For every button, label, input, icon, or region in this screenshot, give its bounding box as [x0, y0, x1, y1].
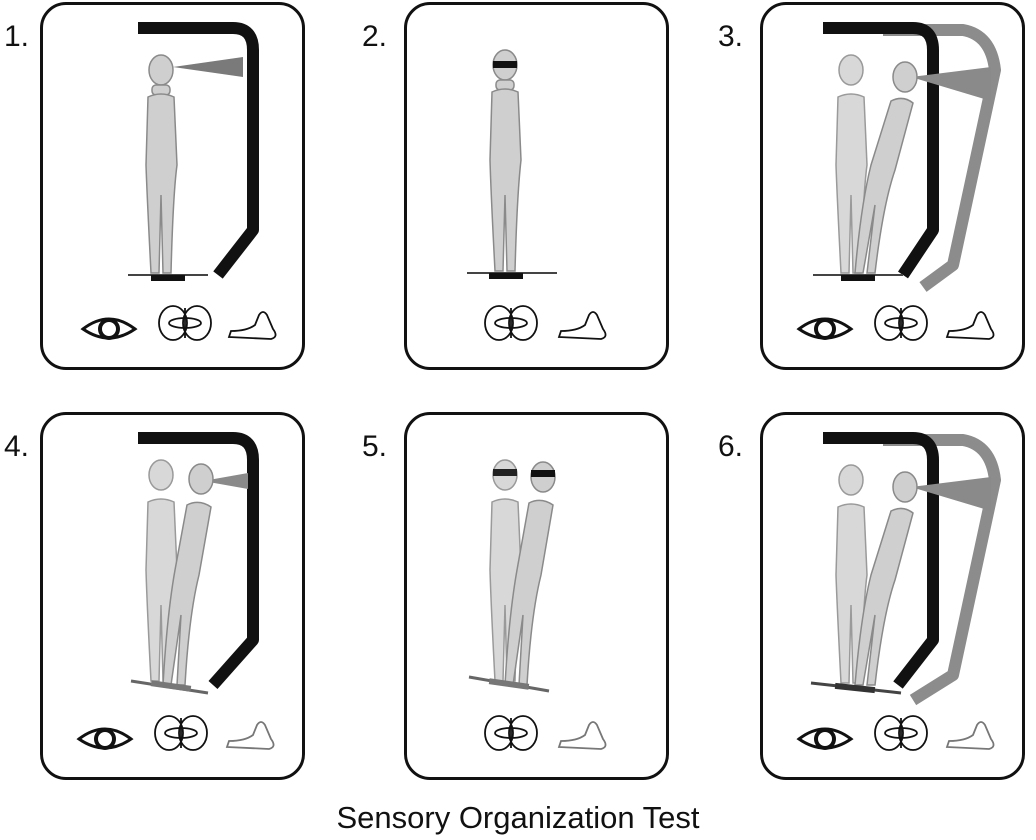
condition-2-number: 2.: [362, 20, 387, 54]
condition-5-number: 5.: [362, 430, 387, 464]
foot-icon: [559, 312, 606, 339]
eye-icon: [799, 319, 851, 338]
vestibular-icon: [159, 306, 211, 340]
vestibular-icon: [155, 716, 207, 750]
condition-6-number: 6.: [718, 430, 743, 464]
eye-icon: [799, 729, 851, 748]
condition-3-number: 3.: [718, 20, 743, 54]
vestibular-icon: [875, 306, 927, 340]
standing-figure: [146, 55, 177, 273]
condition-4-number: 4.: [4, 430, 29, 464]
condition-5-panel: [404, 412, 669, 780]
condition-4-panel: [40, 412, 305, 780]
figure-caption: Sensory Organization Test: [0, 800, 1036, 836]
condition-2-panel: [404, 2, 669, 370]
vestibular-icon: [875, 716, 927, 750]
foot-icon: [227, 722, 274, 749]
foot-icon: [229, 312, 276, 339]
foot-icon: [947, 312, 994, 339]
condition-1-panel: [40, 2, 305, 370]
condition-6-panel: [760, 412, 1025, 780]
blindfolded-figure: [490, 50, 521, 271]
foot-icon: [559, 722, 606, 749]
condition-3-panel: [760, 2, 1025, 370]
force-plate: [813, 275, 903, 281]
condition-1-number: 1.: [4, 20, 29, 54]
force-plate: [128, 275, 208, 281]
force-plate: [467, 273, 557, 279]
eye-icon: [83, 319, 135, 338]
eye-icon: [79, 729, 131, 748]
foot-icon: [947, 722, 994, 749]
vestibular-icon: [485, 716, 537, 750]
vestibular-icon: [485, 306, 537, 340]
